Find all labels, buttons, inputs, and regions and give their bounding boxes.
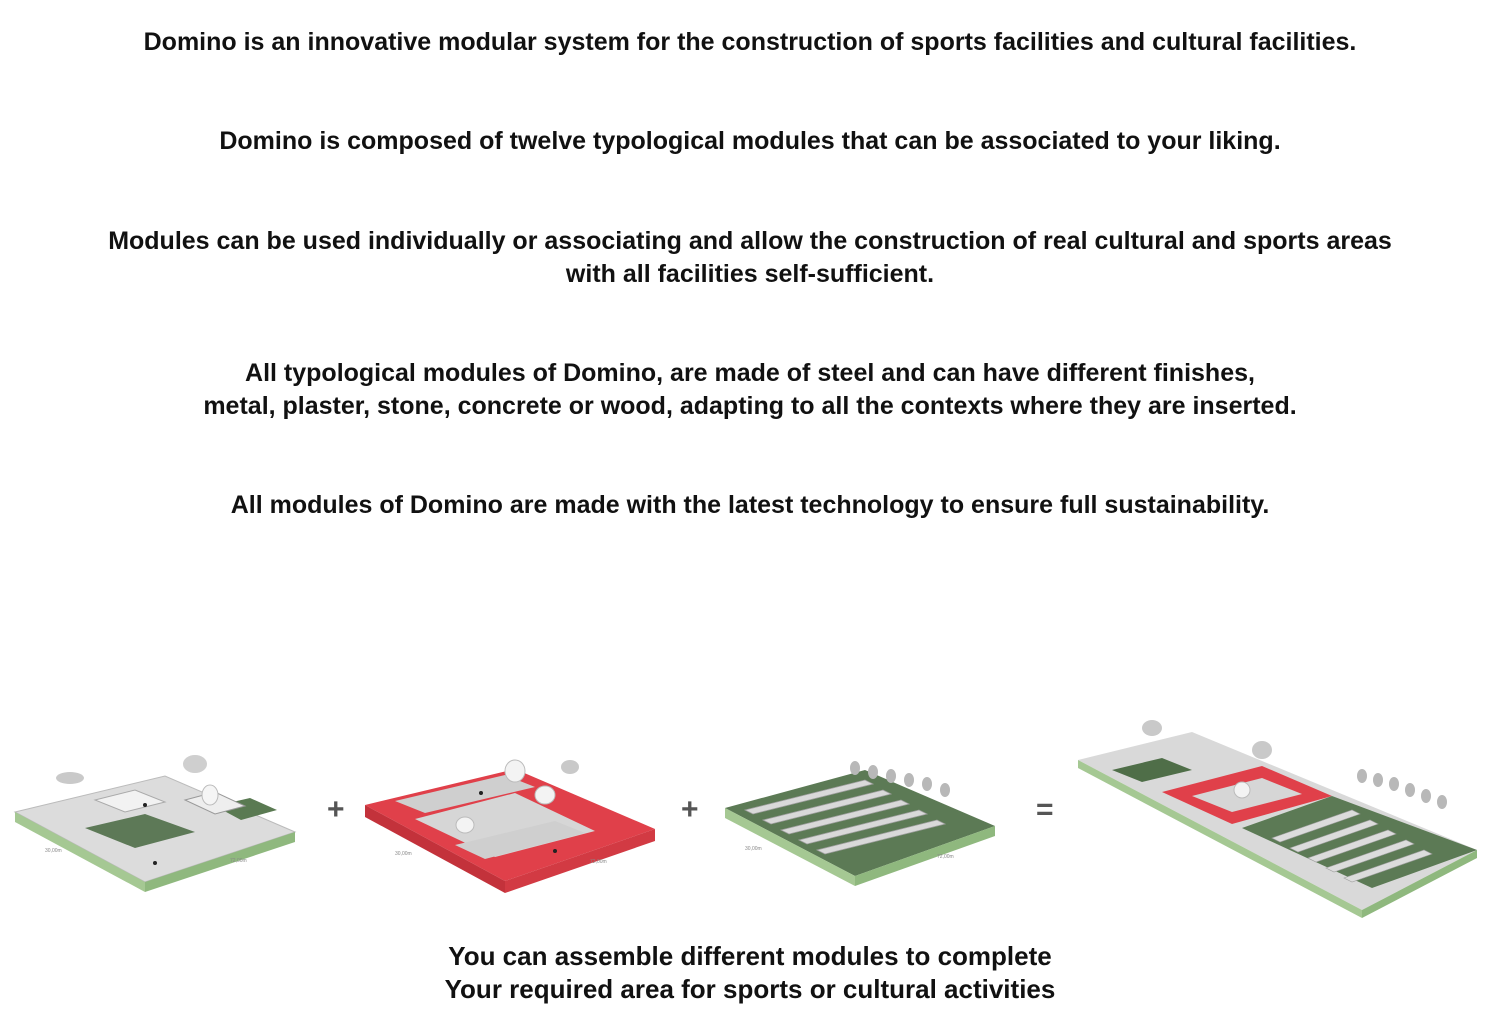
svg-text:72,00m: 72,00m <box>937 854 954 860</box>
svg-text:72,00m: 72,00m <box>230 858 247 864</box>
sustainability-paragraph: All modules of Domino are made with the … <box>0 489 1500 522</box>
cultural-module-illustration: 30,00m 72,00m <box>365 759 655 893</box>
paragraph-line: Domino is an innovative modular system f… <box>143 28 1357 56</box>
svg-text:72,00m: 72,00m <box>590 859 607 865</box>
assembled-area-illustration <box>1078 720 1477 918</box>
sports-module-illustration: 30,00m 72,00m <box>13 755 297 892</box>
paragraph-line: Modules can be used individually or asso… <box>108 227 1392 255</box>
svg-text:30,00m: 30,00m <box>745 846 762 852</box>
svg-text:30,00m: 30,00m <box>395 851 412 857</box>
modules-paragraph: Domino is composed of twelve typological… <box>0 125 1500 158</box>
intro-paragraph: Domino is an innovative modular system f… <box>0 26 1500 59</box>
seating-module-illustration: 30,00m 72,00m <box>725 761 995 886</box>
caption-line: You can assemble different modules to co… <box>448 941 1052 971</box>
paragraph-line: All modules of Domino are made with the … <box>230 491 1270 519</box>
equals-sign: = <box>1036 793 1054 826</box>
paragraph-line: with all facilities self-sufficient. <box>565 260 935 288</box>
materials-paragraph: All typological modules of Domino, are m… <box>0 357 1500 423</box>
plus-sign: + <box>681 793 699 826</box>
paragraph-line: metal, plaster, stone, concrete or wood,… <box>203 392 1297 420</box>
usage-paragraph: Modules can be used individually or asso… <box>0 225 1500 291</box>
assembly-caption: You can assemble different modules to co… <box>0 940 1500 1006</box>
svg-text:30,00m: 30,00m <box>45 848 62 854</box>
paragraph-line: All typological modules of Domino, are m… <box>245 359 1255 387</box>
plus-sign: + <box>327 793 345 826</box>
caption-line: Your required area for sports or cultura… <box>444 974 1056 1004</box>
paragraph-line: Domino is composed of twelve typological… <box>219 127 1281 155</box>
